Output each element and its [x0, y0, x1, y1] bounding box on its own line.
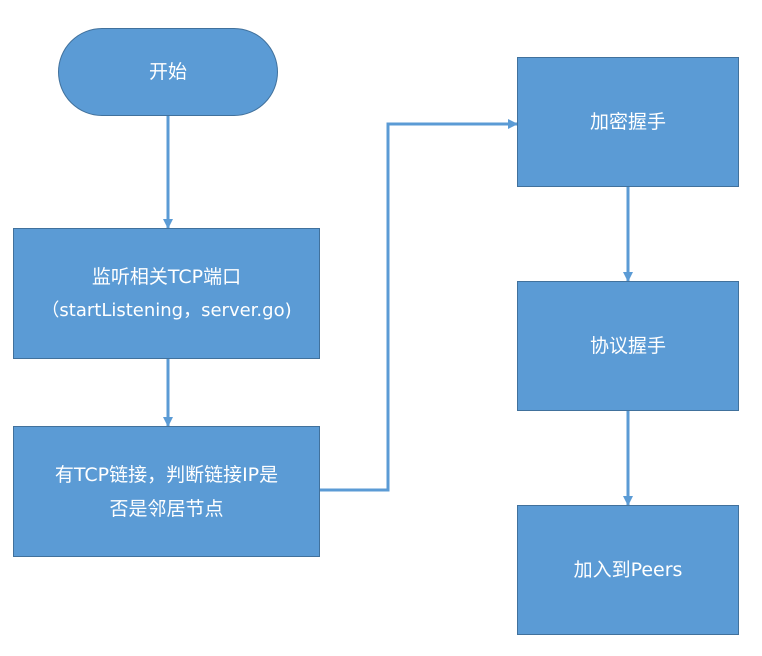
- start-node: 开始: [58, 28, 278, 116]
- listen-label-line1: 监听相关TCP端口: [91, 265, 242, 288]
- tcp-label-line1: 有TCP链接，判断链接IP是: [54, 463, 279, 486]
- encrypt-label: 加密握手: [589, 111, 666, 133]
- tcp-connection-check-node: 有TCP链接，判断链接IP是 否是邻居节点: [13, 426, 320, 557]
- listen-label-line2: （startListening，server.go): [41, 299, 292, 321]
- start-label: 开始: [148, 61, 187, 83]
- protocol-handshake-node: 协议握手: [517, 281, 739, 411]
- listen-tcp-port-node: 监听相关TCP端口 （startListening，server.go): [13, 228, 320, 359]
- encryption-handshake-node: 加密握手: [517, 57, 739, 187]
- join-label: 加入到Peers: [573, 559, 683, 581]
- tcp-label-line2: 否是邻居节点: [109, 497, 224, 520]
- edge-tcp-to-encrypt: [320, 119, 518, 492]
- protocol-label: 协议握手: [589, 335, 666, 357]
- join-peers-node: 加入到Peers: [517, 505, 739, 635]
